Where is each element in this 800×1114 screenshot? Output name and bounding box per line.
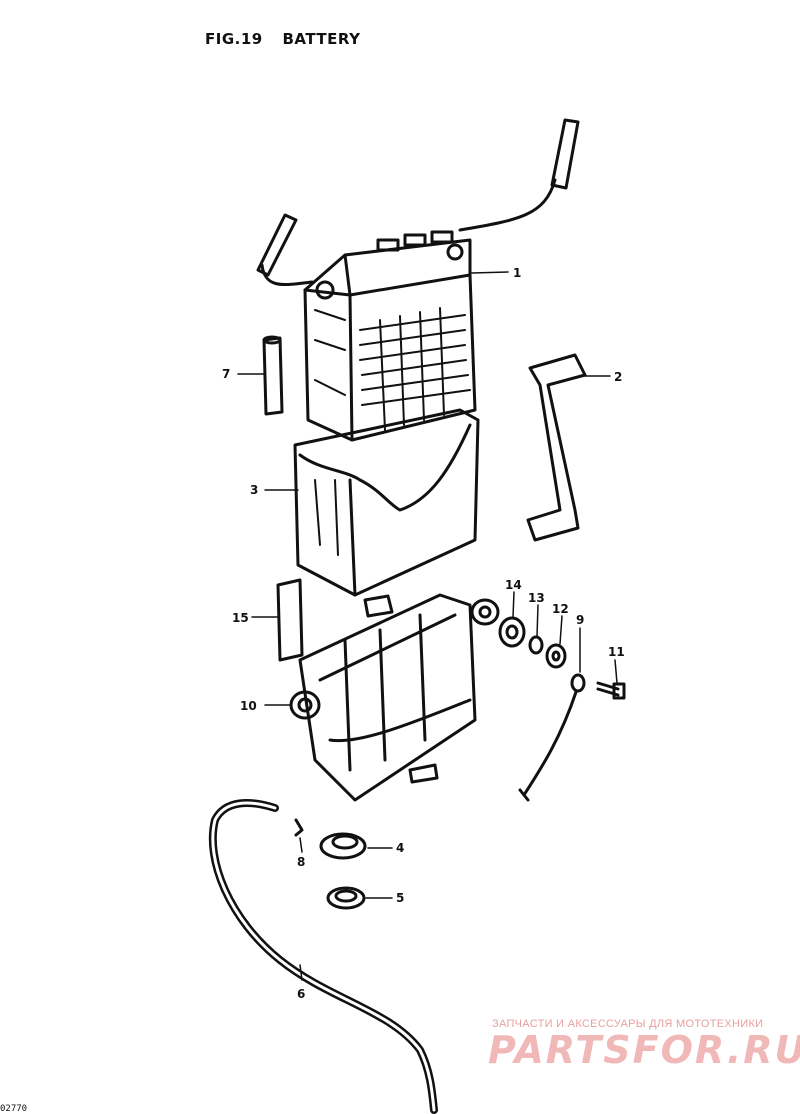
battery-strap xyxy=(526,353,587,542)
corner-code: 02770 xyxy=(0,1104,28,1114)
callout-3: 3 xyxy=(250,483,258,497)
callout-5: 5 xyxy=(396,891,404,905)
leader-lines xyxy=(237,271,618,981)
callout-12: 12 xyxy=(552,602,569,616)
washer-13 xyxy=(528,635,544,655)
figure-number: FIG.19 xyxy=(205,30,263,48)
callout-6: 6 xyxy=(297,987,305,1001)
battery-case xyxy=(293,408,480,597)
callout-14: 14 xyxy=(505,578,522,592)
breather-hose xyxy=(208,799,438,1114)
watermark-logo: PARTSFOR.RU xyxy=(488,1028,800,1072)
hose-clip xyxy=(294,818,304,837)
callout-11: 11 xyxy=(608,645,625,659)
callout-4: 4 xyxy=(396,841,404,855)
callout-15: 15 xyxy=(232,611,249,625)
pad xyxy=(276,578,304,662)
nut-14 xyxy=(498,616,526,648)
bolt xyxy=(596,681,626,700)
figure-name: BATTERY xyxy=(282,30,361,48)
ground-lead xyxy=(518,673,586,802)
callout-13: 13 xyxy=(528,591,545,605)
callout-8: 8 xyxy=(297,855,305,869)
cap xyxy=(319,832,367,860)
callout-2: 2 xyxy=(614,370,622,384)
battery-holder xyxy=(289,593,500,802)
watermark-tagline: ЗАПЧАСТИ И АКСЕССУАРЫ ДЛЯ МОТОТЕХНИКИ xyxy=(492,1018,764,1030)
callout-labels: 1 2 3 4 5 6 7 8 9 10 11 12 13 14 15 xyxy=(222,266,625,1001)
battery xyxy=(256,118,580,442)
callout-10: 10 xyxy=(240,699,257,713)
vent-tube-small xyxy=(262,335,284,416)
callout-7: 7 xyxy=(222,367,230,381)
figure-title: FIG.19 BATTERY xyxy=(205,30,360,48)
callout-9: 9 xyxy=(576,613,584,627)
ring xyxy=(326,886,366,910)
callout-1: 1 xyxy=(513,266,521,280)
washer-12 xyxy=(545,643,567,669)
